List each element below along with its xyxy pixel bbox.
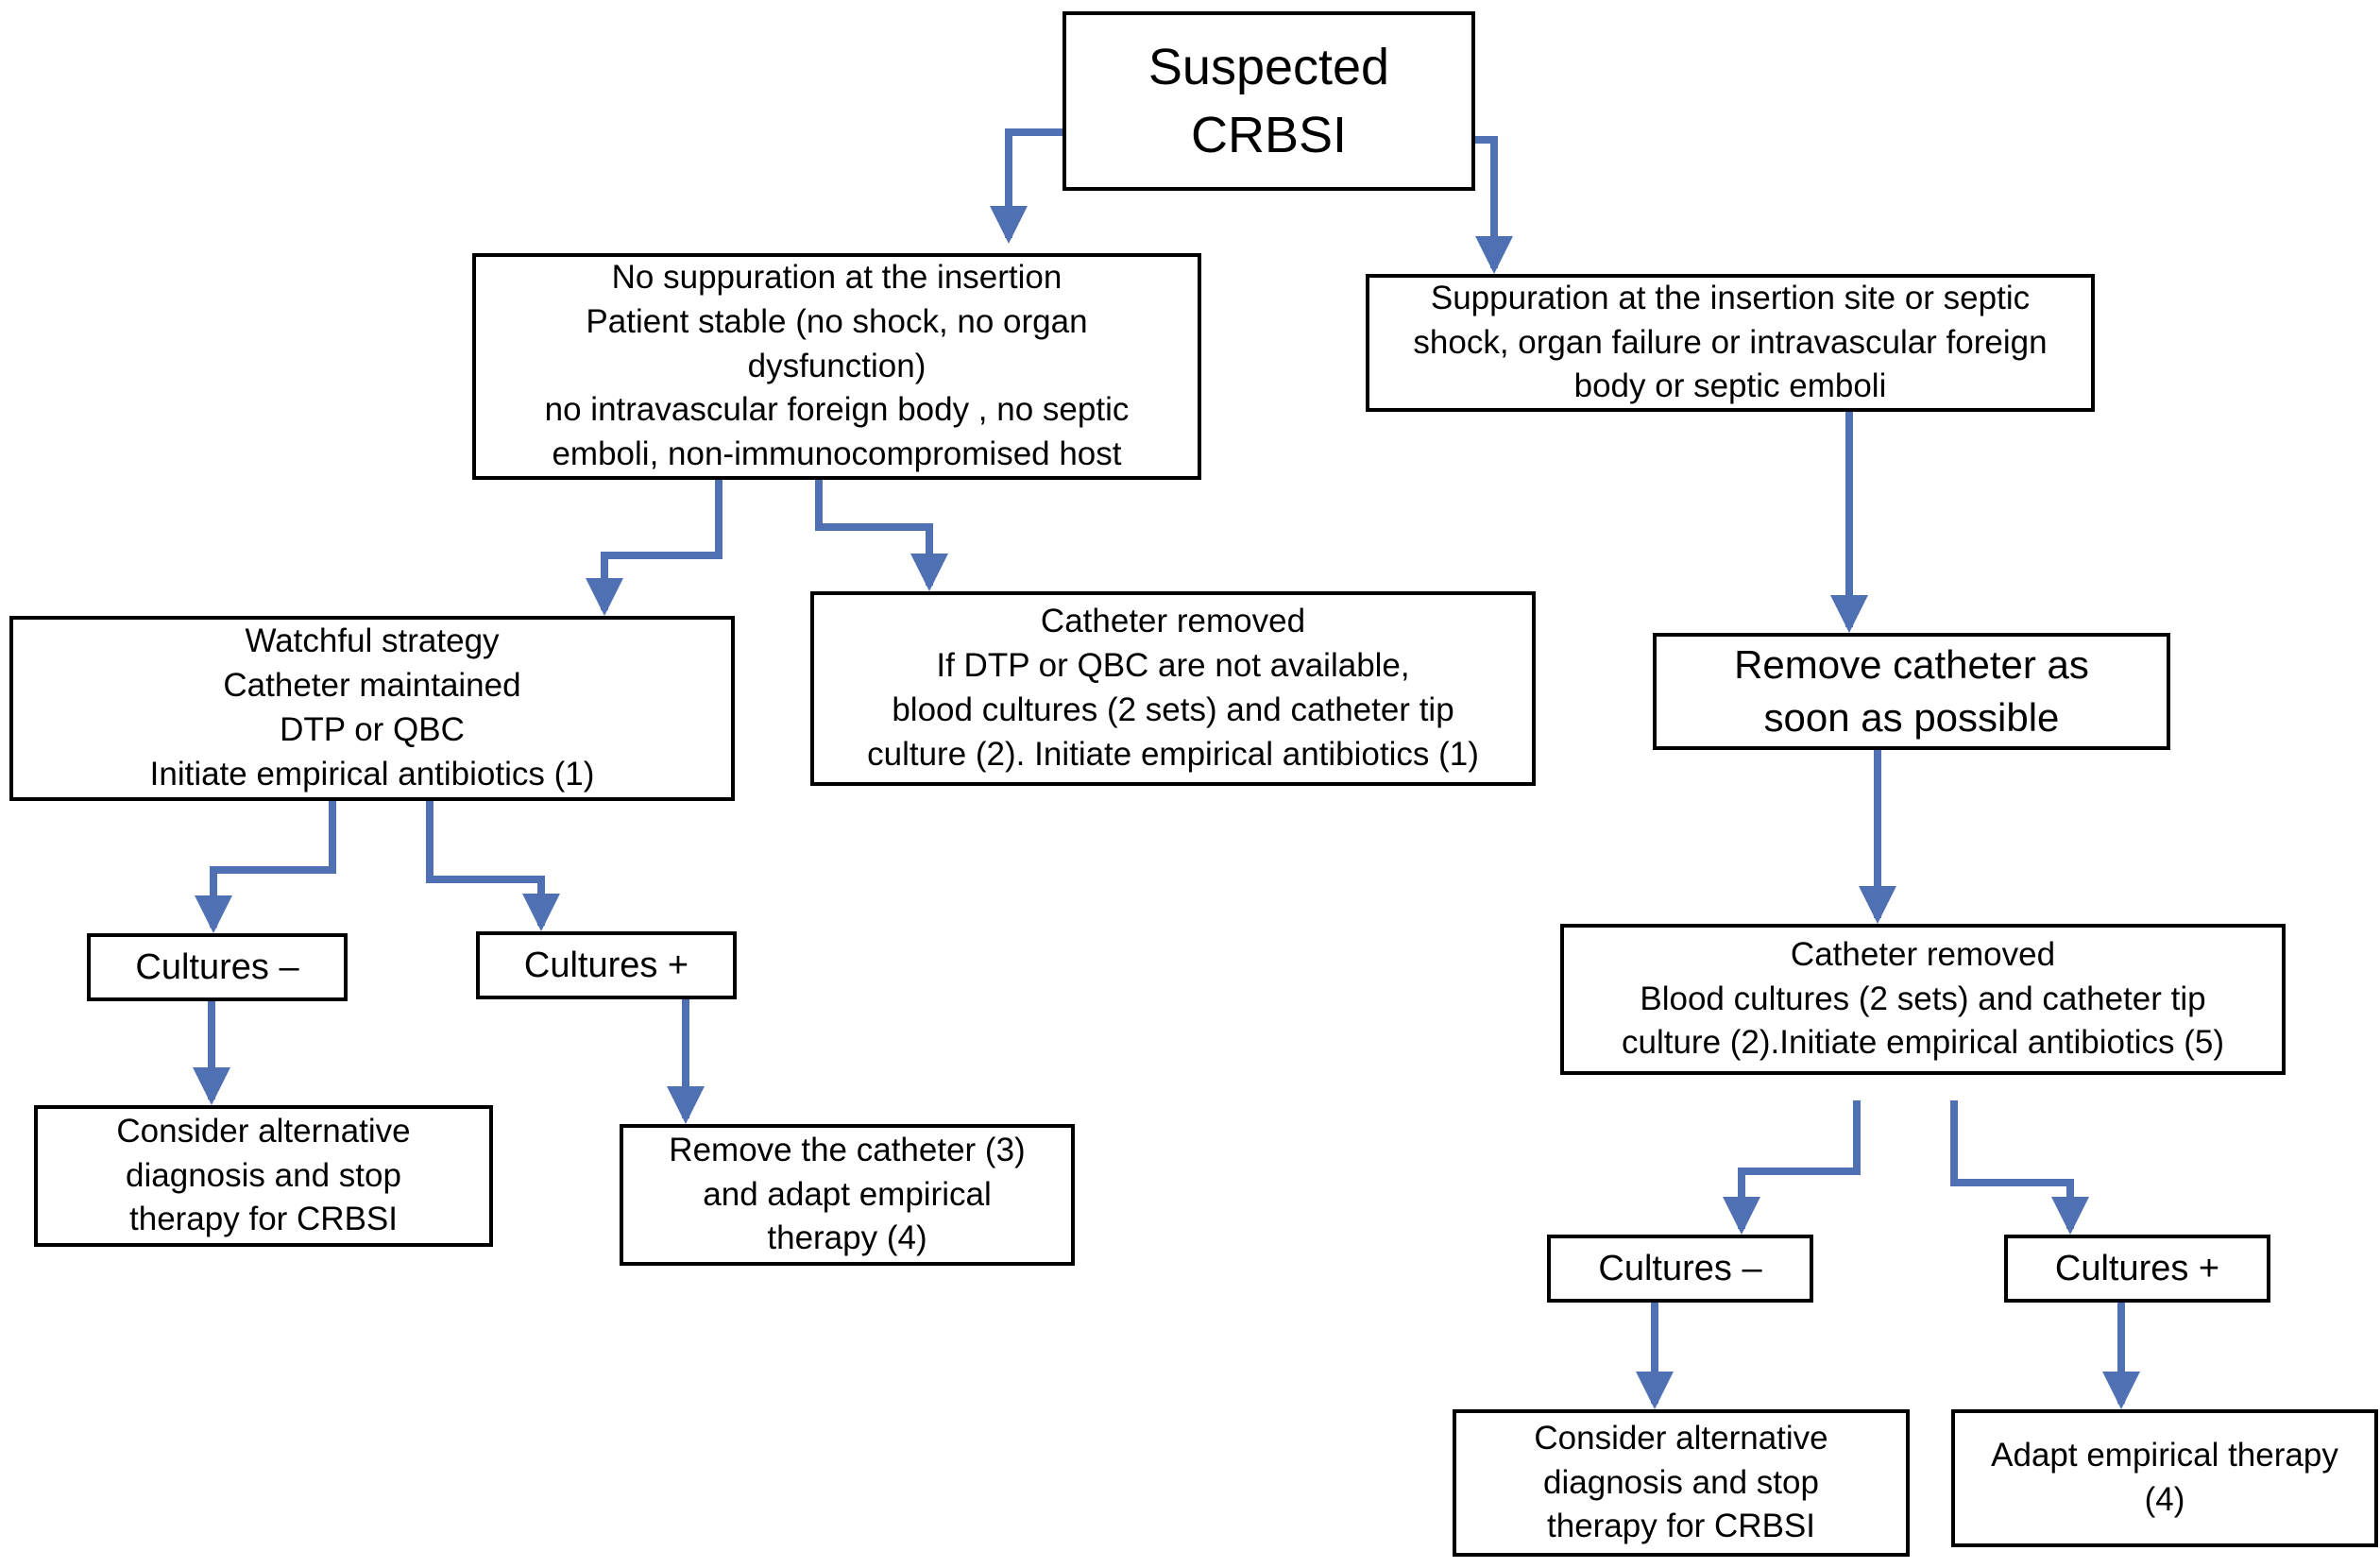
edge-suspected-to-suppuration bbox=[1473, 136, 1513, 274]
edge-catheter-removed-right-to-cultures-negative bbox=[1723, 1100, 1861, 1235]
node-consider-alternative-left: Consider alternative diagnosis and stop … bbox=[34, 1105, 493, 1247]
node-consider-alternative-right: Consider alternative diagnosis and stop … bbox=[1453, 1409, 1910, 1557]
node-watchful-strategy: Watchful strategy Catheter maintained DT… bbox=[9, 616, 735, 801]
node-suppuration: Suppuration at the insertion site or sep… bbox=[1366, 274, 2095, 412]
node-remove-catheter-3: Remove the catheter (3) and adapt empiri… bbox=[620, 1124, 1075, 1266]
node-cultures-positive-left: Cultures + bbox=[476, 931, 737, 999]
node-catheter-removed-mid: Catheter removed If DTP or QBC are not a… bbox=[810, 591, 1536, 786]
node-cultures-negative-right: Cultures – bbox=[1547, 1235, 1813, 1303]
node-no-suppuration: No suppuration at the insertion Patient … bbox=[472, 253, 1201, 480]
node-cultures-negative-left: Cultures – bbox=[87, 933, 348, 1001]
edge-watchful-to-cultures-positive-left bbox=[426, 799, 560, 931]
node-remove-catheter-asap: Remove catheter as soon as possible bbox=[1653, 633, 2170, 750]
edge-suspected-to-no-suppuration bbox=[990, 128, 1064, 244]
edge-watchful-to-cultures-negative-left bbox=[195, 799, 336, 933]
edge-catheter-removed-right-to-cultures-positive bbox=[1950, 1100, 2089, 1235]
node-adapt-empirical-right: Adapt empirical therapy (4) bbox=[1951, 1409, 2378, 1547]
edge-no-suppuration-to-watchful bbox=[586, 478, 722, 616]
node-catheter-removed-right: Catheter removed Blood cultures (2 sets)… bbox=[1560, 924, 2286, 1075]
node-suspected-crbsi: Suspected CRBSI bbox=[1062, 11, 1475, 191]
edge-no-suppuration-to-catheter-removed-mid bbox=[815, 478, 948, 591]
node-cultures-positive-right: Cultures + bbox=[2004, 1235, 2270, 1303]
